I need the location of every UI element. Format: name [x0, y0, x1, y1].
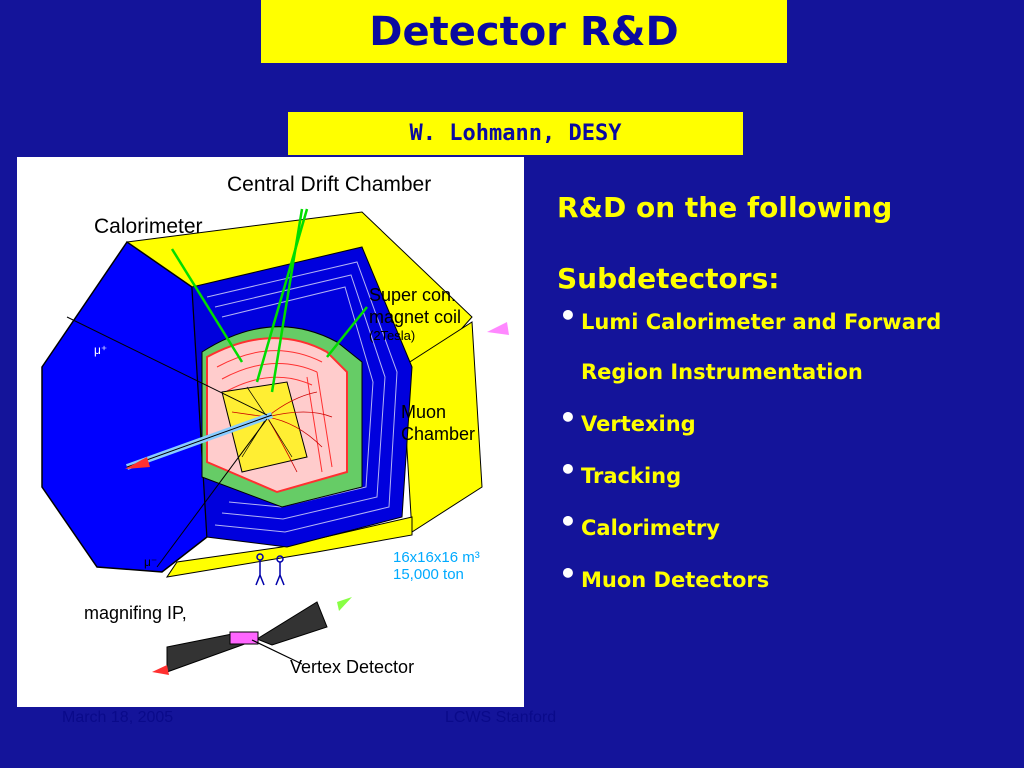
detector-illustration — [41, 208, 509, 675]
bullet-text-continued: Region Instrumentation — [581, 360, 863, 384]
label-coil-2: magnet coil — [369, 307, 462, 327]
label-vertex-detector: Vertex Detector — [290, 657, 415, 677]
label-muon-2: Chamber — [401, 424, 476, 444]
content-panel: R&D on the following Subdetectors: • Lum… — [557, 190, 1017, 619]
label-coil-1: Super con. — [369, 285, 457, 305]
bullet-item: • Vertexing — [557, 404, 1017, 437]
bullet-dot-icon: • — [559, 453, 577, 486]
label-mu-minus: μ⁻ — [144, 555, 158, 569]
title-box: Detector R&D — [261, 0, 787, 63]
bullet-text: Calorimetry — [581, 516, 720, 540]
slide-title: Detector R&D — [369, 8, 679, 55]
bullet-dot-icon: • — [559, 401, 577, 434]
author-box: W. Lohmann, DESY — [288, 112, 743, 155]
bullet-list: • Lumi Calorimeter and Forward Region In… — [557, 302, 1017, 593]
bullet-text: Muon Detectors — [581, 568, 770, 592]
label-ip: magnifing IP, — [84, 603, 187, 623]
label-drift-chamber: Central Drift Chamber — [227, 173, 432, 196]
bullet-dot-icon: • — [559, 505, 577, 538]
label-coil-3: (2Tesla) — [369, 328, 416, 343]
footer-date: March 18, 2005 — [62, 709, 174, 726]
bullet-dot-icon: • — [559, 299, 577, 332]
bullet-item: • Lumi Calorimeter and Forward Region In… — [557, 302, 1017, 385]
label-calorimeter: Calorimeter — [94, 215, 203, 238]
label-mu-plus: μ⁺ — [94, 343, 108, 357]
label-muon-1: Muon — [401, 402, 447, 422]
label-weight: 15,000 ton — [393, 566, 464, 583]
bullet-item: • Calorimetry — [557, 508, 1017, 541]
bullet-item: • Tracking — [557, 456, 1017, 489]
bullet-item: • Muon Detectors — [557, 560, 1017, 593]
bullet-dot-icon: • — [559, 557, 577, 590]
footer-venue: LCWS Stanford — [445, 709, 557, 726]
bullet-text: Lumi Calorimeter and Forward — [581, 310, 942, 334]
label-size: 16x16x16 m³ — [393, 549, 480, 566]
detector-figure: Central Drift Chamber Calorimeter Super … — [17, 157, 524, 707]
heading-line-2: Subdetectors: — [557, 262, 780, 295]
author-label: W. Lohmann, DESY — [409, 121, 622, 146]
bullet-text: Tracking — [581, 464, 682, 488]
heading-line-1: R&D on the following — [557, 191, 893, 224]
bullet-text: Vertexing — [581, 412, 696, 436]
